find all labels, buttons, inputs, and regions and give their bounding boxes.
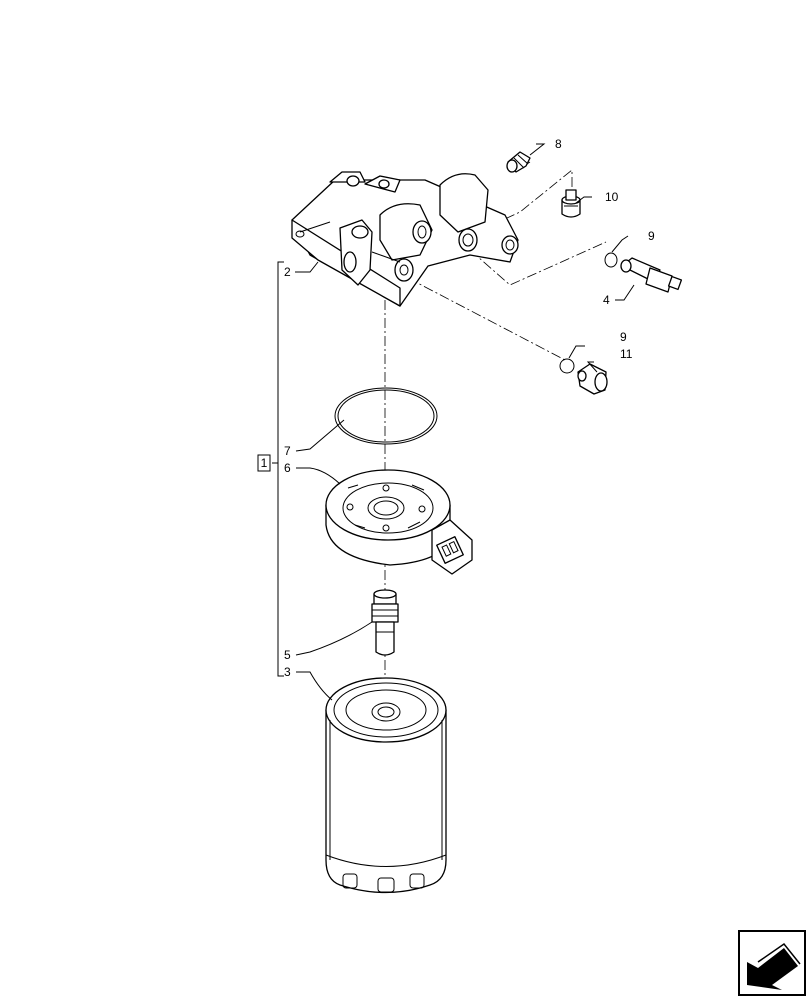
plug-part-10 [561, 189, 581, 218]
arrow-previous-page-icon[interactable] [738, 930, 806, 996]
filter-head-part-2 [291, 171, 519, 307]
assembly-bracket [277, 261, 284, 677]
callout-8: 8 [555, 137, 562, 151]
callout-7: 7 [284, 444, 291, 458]
o-ring-part-7 [334, 387, 438, 445]
callout-5: 5 [284, 648, 291, 662]
callout-9-upper: 9 [648, 229, 655, 243]
svg-text:1: 1 [261, 456, 268, 470]
fitting-part-11 [577, 363, 608, 395]
callout-10: 10 [605, 190, 619, 204]
callout-3: 3 [284, 665, 291, 679]
o-ring-part-9-lower [559, 358, 575, 374]
o-ring-part-9-upper [604, 252, 618, 268]
callout-9-lower: 9 [620, 330, 627, 344]
heater-adapter-part-6 [325, 469, 473, 575]
filter-cartridge-part-3 [325, 677, 447, 894]
sensor-part-4 [620, 257, 683, 293]
callout-2: 2 [284, 265, 291, 279]
leader-lines [295, 143, 635, 701]
callout-4: 4 [603, 293, 610, 307]
fitting-part-8 [506, 151, 531, 173]
callout-11: 11 [620, 347, 633, 361]
callout-6: 6 [284, 461, 291, 475]
callout-1: 1 [257, 454, 271, 472]
nipple-part-5 [371, 589, 399, 656]
